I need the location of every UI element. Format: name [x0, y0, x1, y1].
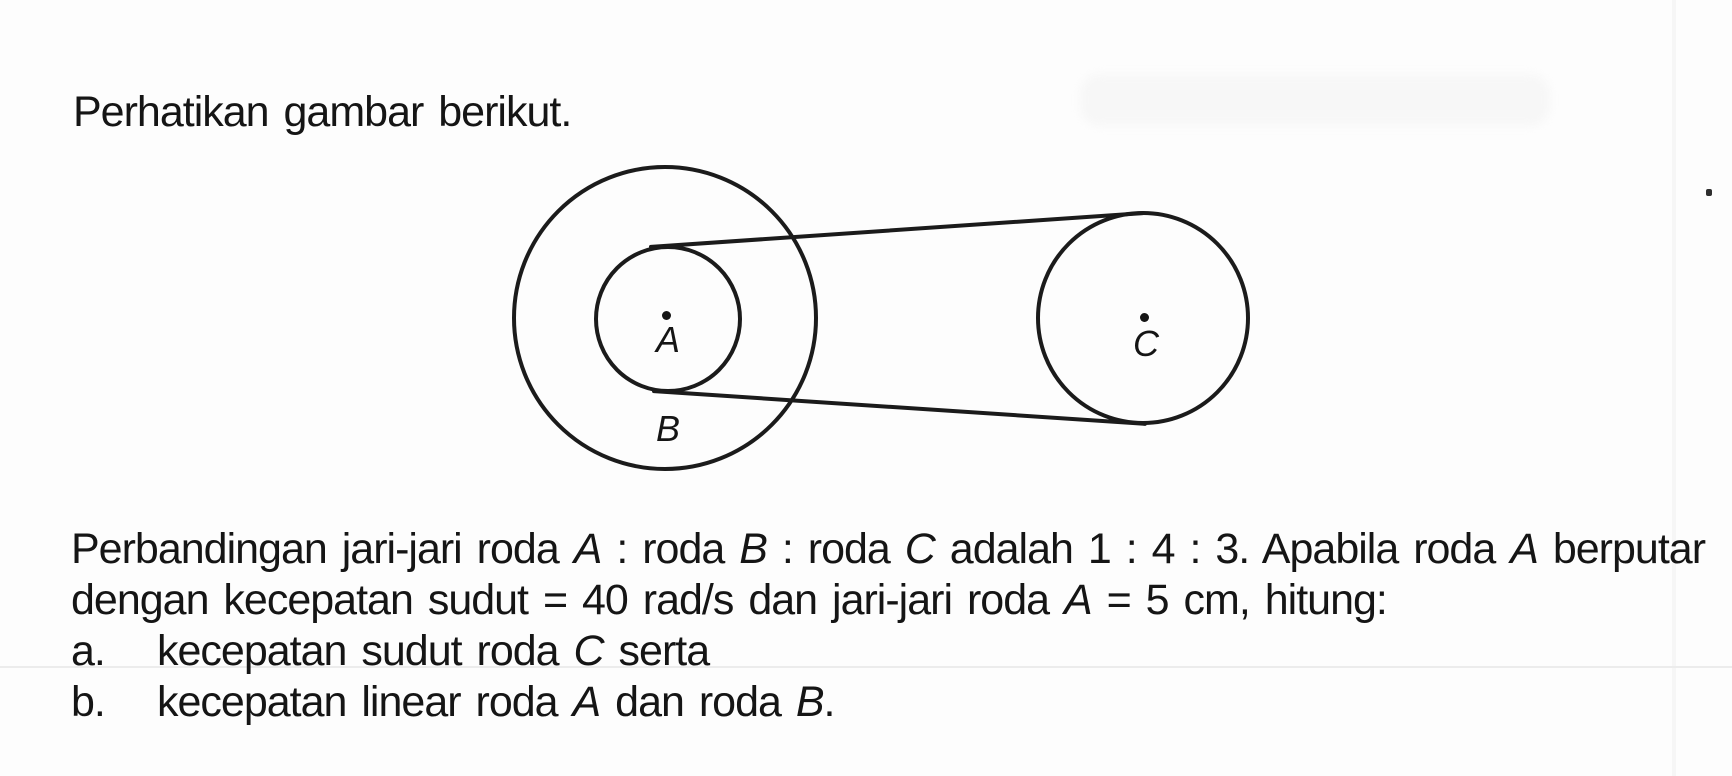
item-b-text: kecepatan linear roda A dan roda B. [157, 678, 835, 726]
wheel-c-circle [1036, 211, 1250, 425]
item-a-text: kecepatan sudut roda C serta [157, 627, 710, 675]
problem-statement: Perbandingan jari-jari roda A : roda B :… [71, 524, 1706, 728]
wheel-b-circle [512, 165, 818, 471]
item-a-marker: a. [71, 627, 106, 675]
scan-streak-artifact [1672, 0, 1676, 776]
question-item-a: a. kecepatan sudut roda C serta [71, 626, 1705, 677]
question-item-b: b. kecepatan linear roda A dan roda B. [71, 677, 1705, 728]
problem-line-1: Perbandingan jari-jari roda A : roda B :… [71, 525, 1706, 573]
scan-noise-artifact [1080, 74, 1550, 126]
problem-line-2: dengan kecepatan sudut = 40 rad/s dan ja… [71, 576, 1388, 624]
wheel-b-label: B [655, 408, 680, 449]
instruction-text: Perhatikan gambar berikut. [73, 88, 572, 136]
scan-line-artifact [0, 666, 1732, 668]
wheel-c-label: C [1133, 323, 1159, 364]
wheel-a-label: A [655, 319, 680, 360]
scan-speck-artifact [1706, 189, 1712, 196]
wheel-a-center-dot [662, 311, 671, 320]
wheel-c-center-dot [1140, 313, 1149, 322]
item-b-marker: b. [71, 678, 106, 726]
